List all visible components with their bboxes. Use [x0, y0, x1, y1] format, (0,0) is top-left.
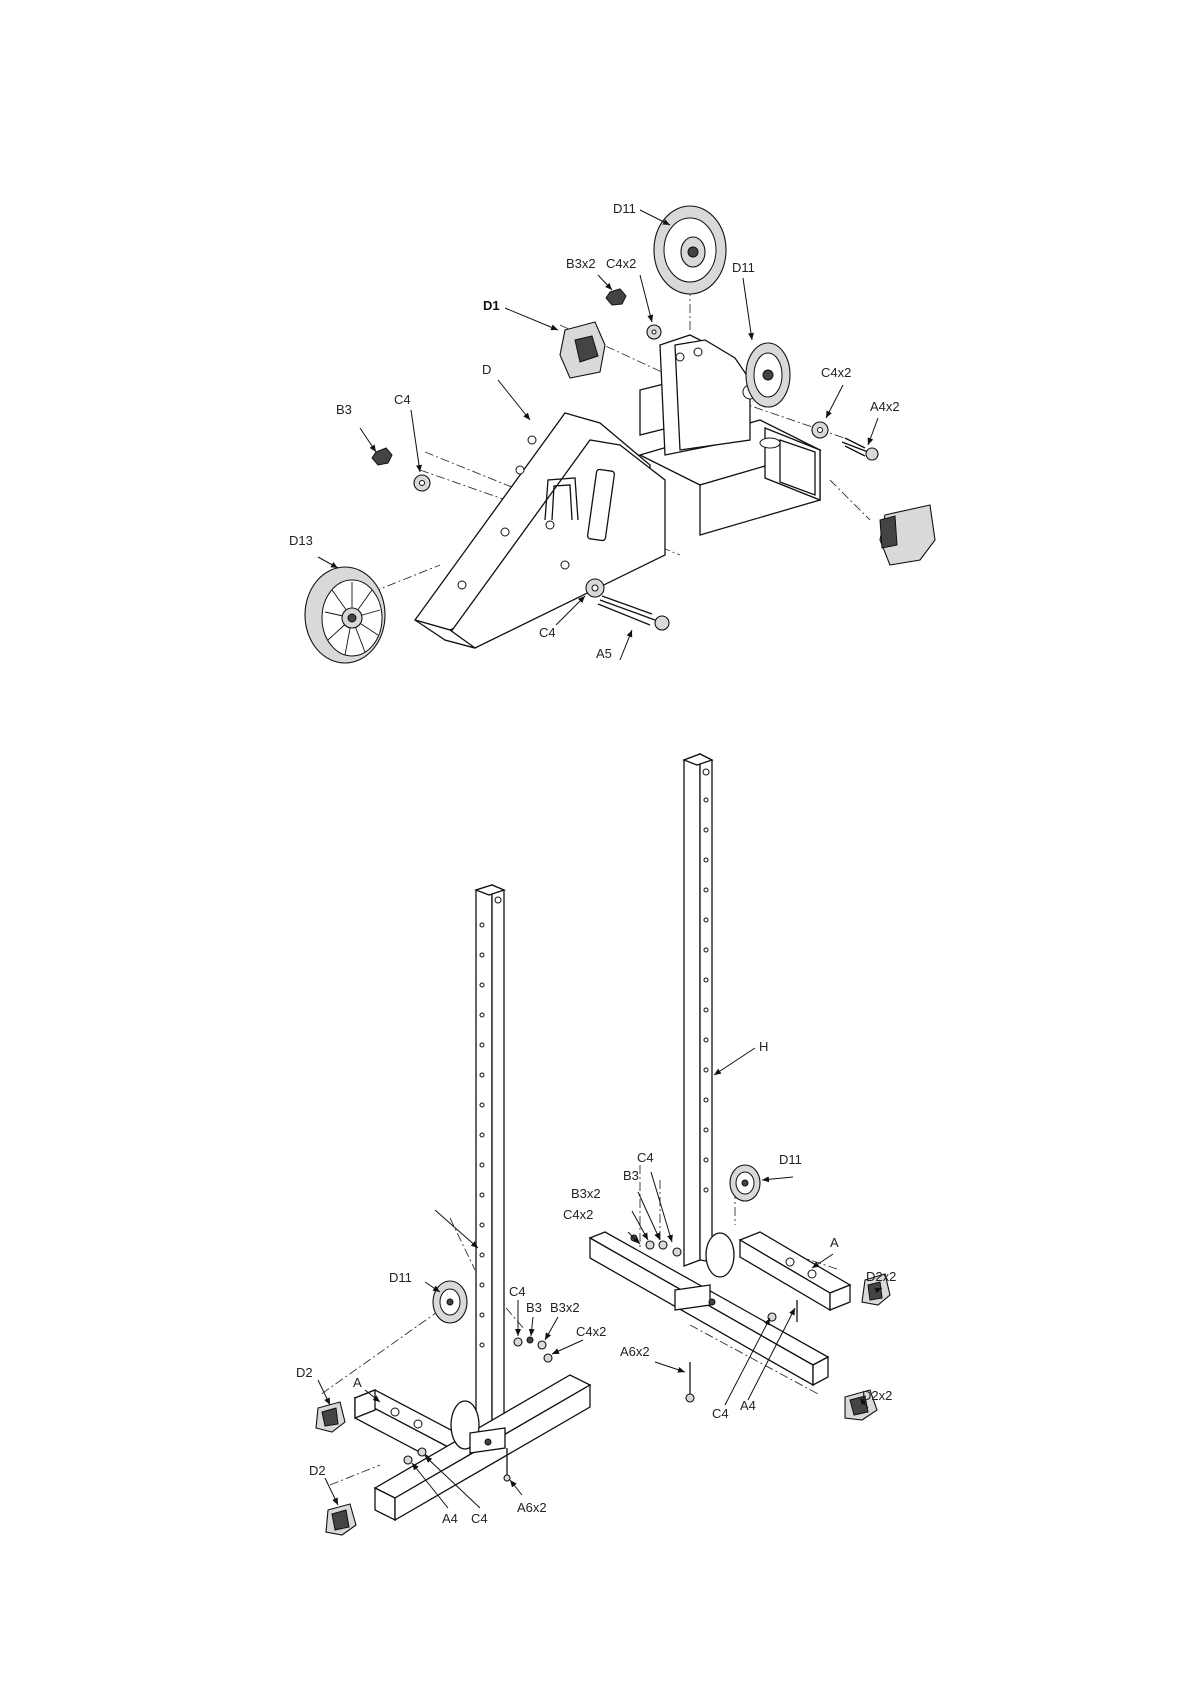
label-c4: C4 [637, 1150, 654, 1165]
label-c4: C4 [471, 1511, 488, 1526]
label-a: A [353, 1375, 362, 1390]
left-pulley-d11 [433, 1281, 467, 1323]
right-pulley-d11 [730, 1165, 760, 1201]
label-c4x2: C4x2 [563, 1207, 593, 1222]
label-d11: D11 [779, 1152, 802, 1167]
label-b3: B3 [336, 402, 352, 417]
label-b3x2: B3x2 [550, 1300, 580, 1315]
label-d2x2: D2x2 [866, 1269, 896, 1284]
pulley-d13 [305, 567, 385, 663]
label-b3: B3 [623, 1168, 639, 1183]
label-c4x2: C4x2 [821, 365, 851, 380]
left-upright [476, 885, 504, 1442]
label-a4x2: A4x2 [870, 399, 900, 414]
right-base-tube [590, 1232, 850, 1385]
label-d2: D2 [296, 1365, 313, 1380]
left-upright-holes [480, 923, 484, 1347]
label-a5: A5 [596, 646, 612, 661]
end-cap-d1 [560, 322, 605, 378]
label-d2: D2 [309, 1463, 326, 1478]
label-b3: B3 [526, 1300, 542, 1315]
label-a6x2: A6x2 [620, 1344, 650, 1359]
end-cap-right [880, 505, 935, 565]
label-b3x2: B3x2 [571, 1186, 601, 1201]
label-a4: A4 [442, 1511, 458, 1526]
label-d1: D1 [483, 298, 500, 313]
top-figure: D11 B3x2 C4x2 D11 D1 C4x2 A4x2 D B3 C4 D… [289, 201, 935, 663]
label-c4x2: C4x2 [576, 1324, 606, 1339]
label-c4: C4 [712, 1406, 729, 1421]
label-d13: D13 [289, 533, 313, 548]
label-c4: C4 [509, 1284, 526, 1299]
label-d: D [482, 362, 491, 377]
label-d11: D11 [613, 201, 636, 216]
frame-d [415, 413, 665, 648]
label-d11: D11 [732, 260, 755, 275]
bottom-figure: H C4 B3 B3x2 C4x2 D11 A D2x2 A6x2 C4 A4 … [296, 754, 896, 1535]
label-c4: C4 [539, 625, 556, 640]
label-c4x2: C4x2 [606, 256, 636, 271]
label-h: H [759, 1039, 768, 1054]
label-d2x2: D2x2 [862, 1388, 892, 1403]
label-d11: D11 [389, 1270, 412, 1285]
label-a6x2: A6x2 [517, 1500, 547, 1515]
pulley-d11-top [654, 206, 726, 294]
label-a: A [830, 1235, 839, 1250]
label-a4: A4 [740, 1398, 756, 1413]
label-c4: C4 [394, 392, 411, 407]
label-b3x2: B3x2 [566, 256, 596, 271]
right-upright-h [684, 754, 712, 1266]
left-base-tubes [355, 1375, 590, 1520]
